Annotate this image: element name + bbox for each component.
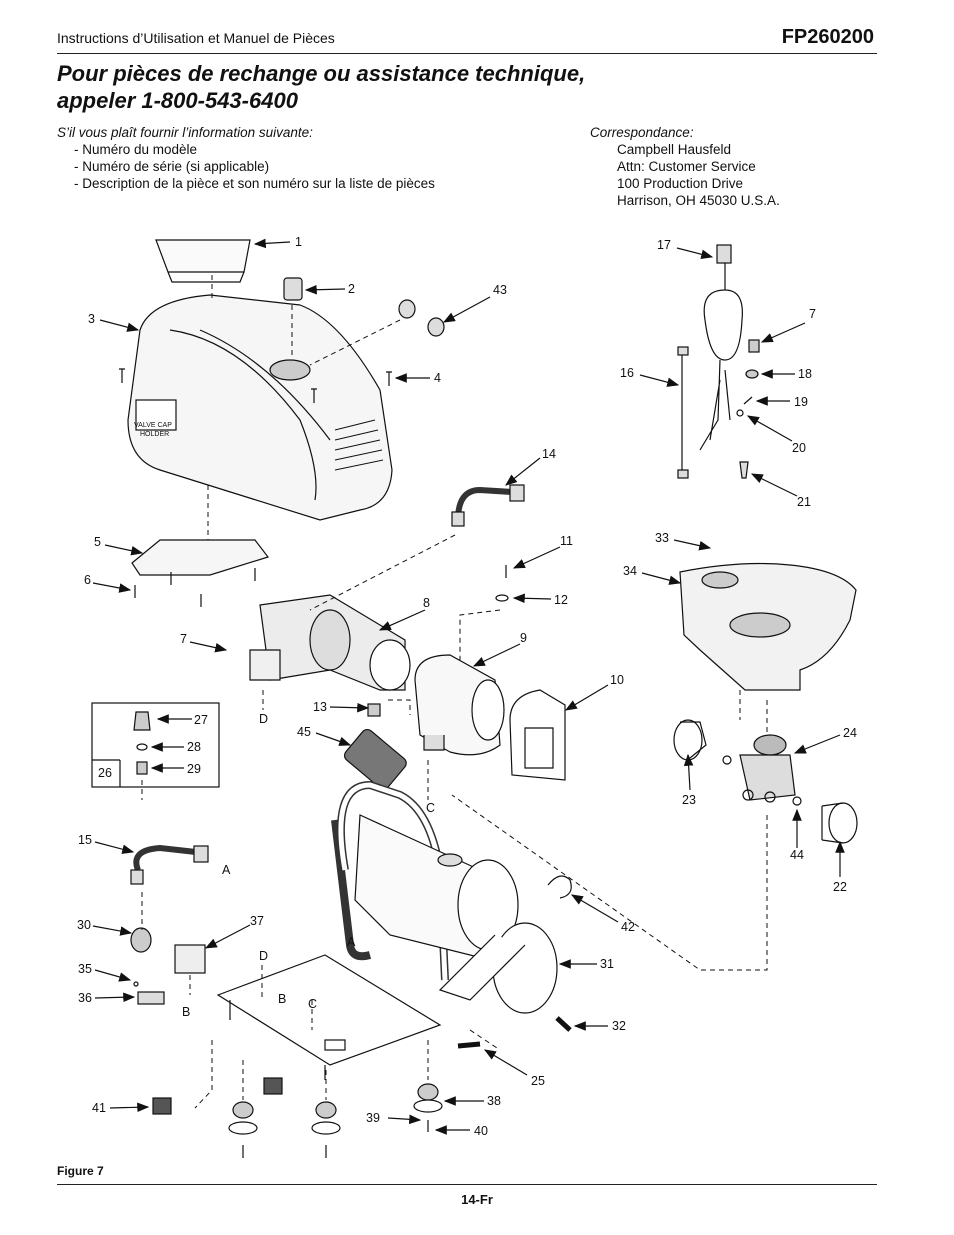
part-label: 38 (487, 1094, 501, 1108)
connection-letter: A (347, 935, 356, 949)
part-label: 9 (520, 631, 527, 645)
page-title: Pour pièces de rechange ou assistance te… (57, 60, 585, 114)
assembly-lines (141, 275, 768, 1109)
part-label: 10 (610, 673, 624, 687)
diagram-drawing: VALVE CAP HOLDER (91, 239, 858, 1158)
part-label: 40 (474, 1124, 488, 1138)
part-label: 31 (600, 957, 614, 971)
part-label: 27 (194, 713, 208, 727)
info-lead: S’il vous plaît fournir l’information su… (57, 125, 313, 140)
connection-letter: B (278, 992, 286, 1006)
switch-part (283, 277, 303, 301)
address-line: Campbell Hausfeld (617, 142, 732, 157)
part-label: 1 (295, 235, 302, 249)
part-label: 28 (187, 740, 201, 754)
leader-arrows (92, 238, 845, 1135)
cover-vents (334, 419, 384, 471)
power-cord-part (699, 260, 743, 451)
connection-letter: C (308, 997, 317, 1011)
footer-rule (57, 1184, 877, 1185)
part-label: 18 (798, 367, 812, 381)
connection-letter: C (426, 801, 435, 815)
part-label: 43 (493, 283, 507, 297)
part-labels: 1 2 3 43 4 7 17 16 18 19 20 21 14 5 6 11… (77, 235, 857, 1138)
part-label: 11 (560, 534, 573, 548)
part-label: 16 (620, 366, 634, 380)
part-label: 19 (794, 395, 808, 409)
motor-cover-part (127, 294, 393, 521)
part-label: 20 (792, 441, 806, 455)
part-label: 34 (623, 564, 637, 578)
part-label: 8 (423, 596, 430, 610)
part-label: 41 (92, 1101, 106, 1115)
cover-label-line1: VALVE CAP (134, 422, 172, 429)
hose-part (455, 486, 513, 521)
part-label: 25 (531, 1074, 545, 1088)
figure-caption: Figure 7 (57, 1164, 104, 1178)
part-label: 22 (833, 880, 847, 894)
info-item: - Numéro de série (si applicable) (74, 159, 270, 174)
part-label: 30 (77, 918, 91, 932)
part-label: 29 (187, 762, 201, 776)
page-number: 14-Fr (461, 1192, 493, 1207)
part-label: 5 (94, 535, 101, 549)
part-label: 37 (250, 914, 264, 928)
header-manual-title: Instructions d’Utilisation et Manuel de … (57, 30, 335, 46)
info-item: - Numéro du modèle (74, 142, 198, 157)
title-line-1: Pour pièces de rechange ou assistance te… (57, 61, 586, 86)
cover-label-line2: HOLDER (140, 431, 169, 438)
part-label: 45 (297, 725, 311, 739)
part-label: 13 (313, 700, 327, 714)
address-line: Harrison, OH 45030 U.S.A. (617, 193, 780, 208)
part-label: 32 (612, 1019, 626, 1033)
part-label: 17 (657, 238, 671, 252)
info-request-block: S’il vous plaît fournir l’information su… (57, 124, 435, 192)
part-label: 3 (88, 312, 95, 326)
info-item: - Description de la pièce et son numéro … (74, 176, 435, 191)
part-label: 12 (554, 593, 568, 607)
address-line: 100 Production Drive (617, 176, 744, 191)
part-label: 15 (78, 833, 92, 847)
connection-letter: A (222, 863, 231, 877)
part-label: 44 (790, 848, 804, 862)
title-line-2: appeler 1-800-543-6400 (57, 88, 298, 113)
part-label: 26 (98, 766, 112, 780)
part-label: 39 (366, 1111, 380, 1125)
connection-letters: D C A A B D B C (182, 712, 435, 1019)
connection-letter: D (259, 712, 268, 726)
header-model-number: FP260200 (781, 26, 874, 48)
part-label: 33 (655, 531, 669, 545)
correspondence-lead: Correspondance: (590, 125, 694, 140)
part-label: 35 (78, 962, 92, 976)
connection-letter: D (259, 949, 268, 963)
part-label: 6 (84, 573, 91, 587)
belt-cover-part (509, 689, 566, 781)
part-label: 7 (809, 307, 816, 321)
part-label: 24 (843, 726, 857, 740)
part-label: 21 (797, 495, 811, 509)
base-plate-part (216, 954, 442, 1066)
part-label: 42 (621, 920, 635, 934)
part-label: 36 (78, 991, 92, 1005)
address-line: Attn: Customer Service (617, 159, 756, 174)
part-label: 7 (180, 632, 187, 646)
filter-part (343, 728, 407, 790)
part-label: 2 (348, 282, 355, 296)
connection-letter: B (182, 1005, 190, 1019)
part-label: 23 (682, 793, 696, 807)
header-rule (57, 53, 877, 54)
handle-insert-part (155, 239, 251, 273)
bracket-part (131, 539, 269, 576)
part-label: 4 (434, 371, 441, 385)
part-label: 14 (542, 447, 556, 461)
gauge-part (673, 719, 703, 761)
correspondence-block: Correspondance: Campbell Hausfeld Attn: … (590, 124, 780, 209)
